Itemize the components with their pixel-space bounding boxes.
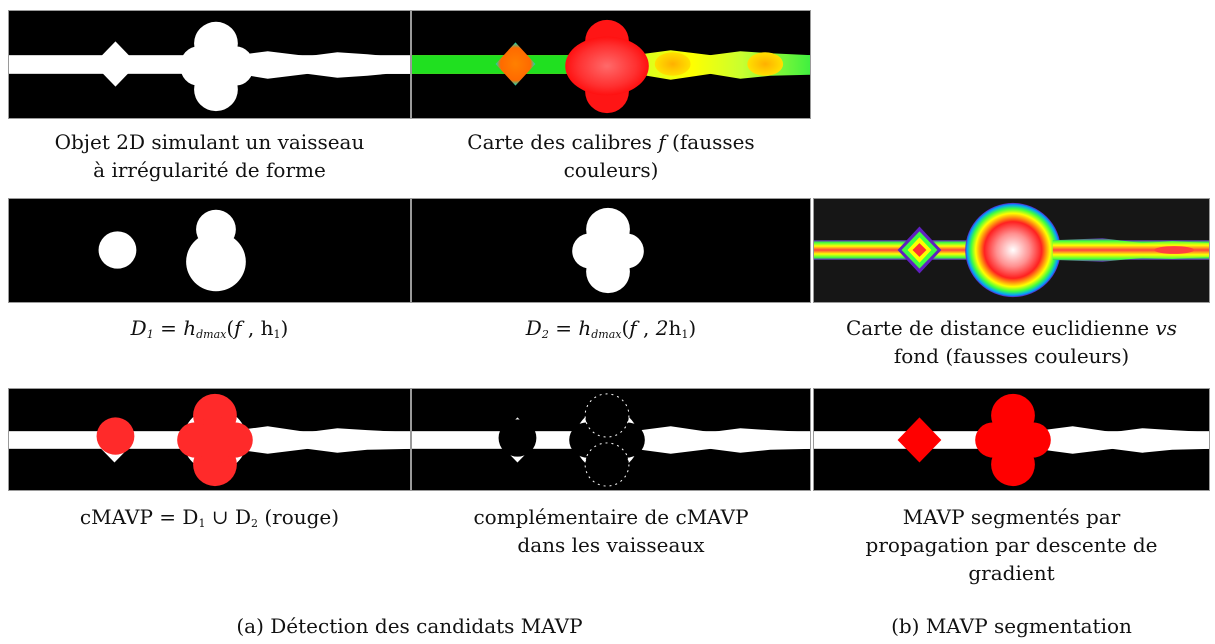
caption-complement: complémentaire de cMAVP dans les vaissea… bbox=[411, 503, 811, 559]
caption-cmavp-a: cMAVP = D bbox=[79, 505, 199, 529]
caption-d2-hsub: dmax bbox=[591, 328, 622, 341]
caption-d2-sub: 2 bbox=[541, 328, 549, 341]
distance-map-image bbox=[813, 198, 1210, 303]
caption-objet: Objet 2D simulant un vaisseau à irrégula… bbox=[8, 128, 411, 184]
caption-segmented: MAVP segmentés par propagation par desce… bbox=[813, 503, 1210, 587]
caption-calibres-text-b: (fausses bbox=[665, 130, 755, 154]
caption-objet-line2: à irrégularité de forme bbox=[93, 158, 326, 182]
caption-cmavp-b: ∪ D bbox=[205, 505, 251, 529]
segmented-image bbox=[813, 388, 1210, 491]
caption-segmented-line1: MAVP segmentés par bbox=[902, 505, 1121, 529]
d1-image bbox=[8, 198, 411, 303]
caption-d2-args-sub: 1 bbox=[681, 328, 689, 341]
caption-segmented-line3: gradient bbox=[968, 561, 1055, 585]
caption-distance-text-a: Carte de distance euclidienne bbox=[846, 316, 1156, 340]
caption-d1-hsub: dmax bbox=[196, 328, 227, 341]
caption-d2: D2 = hdmax(f , 2h1) bbox=[411, 314, 811, 349]
caption-complement-line1: complémentaire de cMAVP bbox=[473, 505, 749, 529]
caption-d1-args-f: f bbox=[234, 316, 242, 340]
caption-segmented-line2: propagation par descente de bbox=[865, 533, 1158, 557]
caption-distance-vs: vs bbox=[1155, 316, 1177, 340]
caption-d1-sub: 1 bbox=[146, 328, 154, 341]
caption-d1-args-b: , h bbox=[241, 316, 274, 340]
caption-d2-D: D bbox=[525, 316, 542, 340]
complement-image bbox=[411, 388, 811, 491]
caption-cmavp-s2: 2 bbox=[250, 517, 258, 530]
caption-distance: Carte de distance euclidienne vs fond (f… bbox=[813, 314, 1210, 370]
caption-d2-args-b: , bbox=[636, 316, 656, 340]
caption-d1-args-sub: 1 bbox=[273, 328, 281, 341]
caption-calibres-line2: couleurs) bbox=[563, 158, 659, 182]
caption-d1-args-a: ( bbox=[226, 316, 235, 340]
caption-d2-eq: = bbox=[548, 316, 579, 340]
caption-calibres-f: f bbox=[658, 130, 666, 154]
subfigure-a-caption: (a) Détection des candidats MAVP bbox=[236, 614, 583, 638]
caption-cmavp-s1: 1 bbox=[198, 517, 206, 530]
caption-d1: D1 = hdmax(f , h1) bbox=[8, 314, 411, 349]
caption-distance-line2: fond (fausses couleurs) bbox=[893, 344, 1130, 368]
caption-d2-args-2: 2 bbox=[655, 316, 669, 340]
caption-calibres: Carte des calibres f (fausses couleurs) bbox=[411, 128, 811, 184]
caption-d2-args-h: h bbox=[668, 316, 682, 340]
caption-d1-eq: = bbox=[153, 316, 184, 340]
caption-cmavp: cMAVP = D1 ∪ D2 (rouge) bbox=[8, 503, 411, 538]
caption-cmavp-c: (rouge) bbox=[257, 505, 340, 529]
caption-d2-args-f: f bbox=[629, 316, 637, 340]
caption-d1-h: h bbox=[183, 316, 197, 340]
subfigure-b-caption: (b) MAVP segmentation bbox=[891, 614, 1132, 638]
caption-d1-D: D bbox=[130, 316, 147, 340]
vessel-object-image bbox=[8, 10, 411, 119]
caption-d2-args-c: ) bbox=[688, 316, 697, 340]
caption-calibres-line1: Carte des calibres f (fausses bbox=[411, 128, 811, 156]
d2-image bbox=[411, 198, 811, 303]
caption-d2-h: h bbox=[578, 316, 592, 340]
caption-distance-line1: Carte de distance euclidienne vs bbox=[813, 314, 1210, 342]
caption-d2-args-a: ( bbox=[621, 316, 630, 340]
caption-d1-args-c: ) bbox=[280, 316, 289, 340]
caption-calibres-text-a: Carte des calibres bbox=[467, 130, 659, 154]
caption-objet-line1: Objet 2D simulant un vaisseau bbox=[54, 130, 365, 154]
caption-complement-line2: dans les vaisseaux bbox=[517, 533, 705, 557]
cmavp-image bbox=[8, 388, 411, 491]
calibre-map-image bbox=[411, 10, 811, 119]
